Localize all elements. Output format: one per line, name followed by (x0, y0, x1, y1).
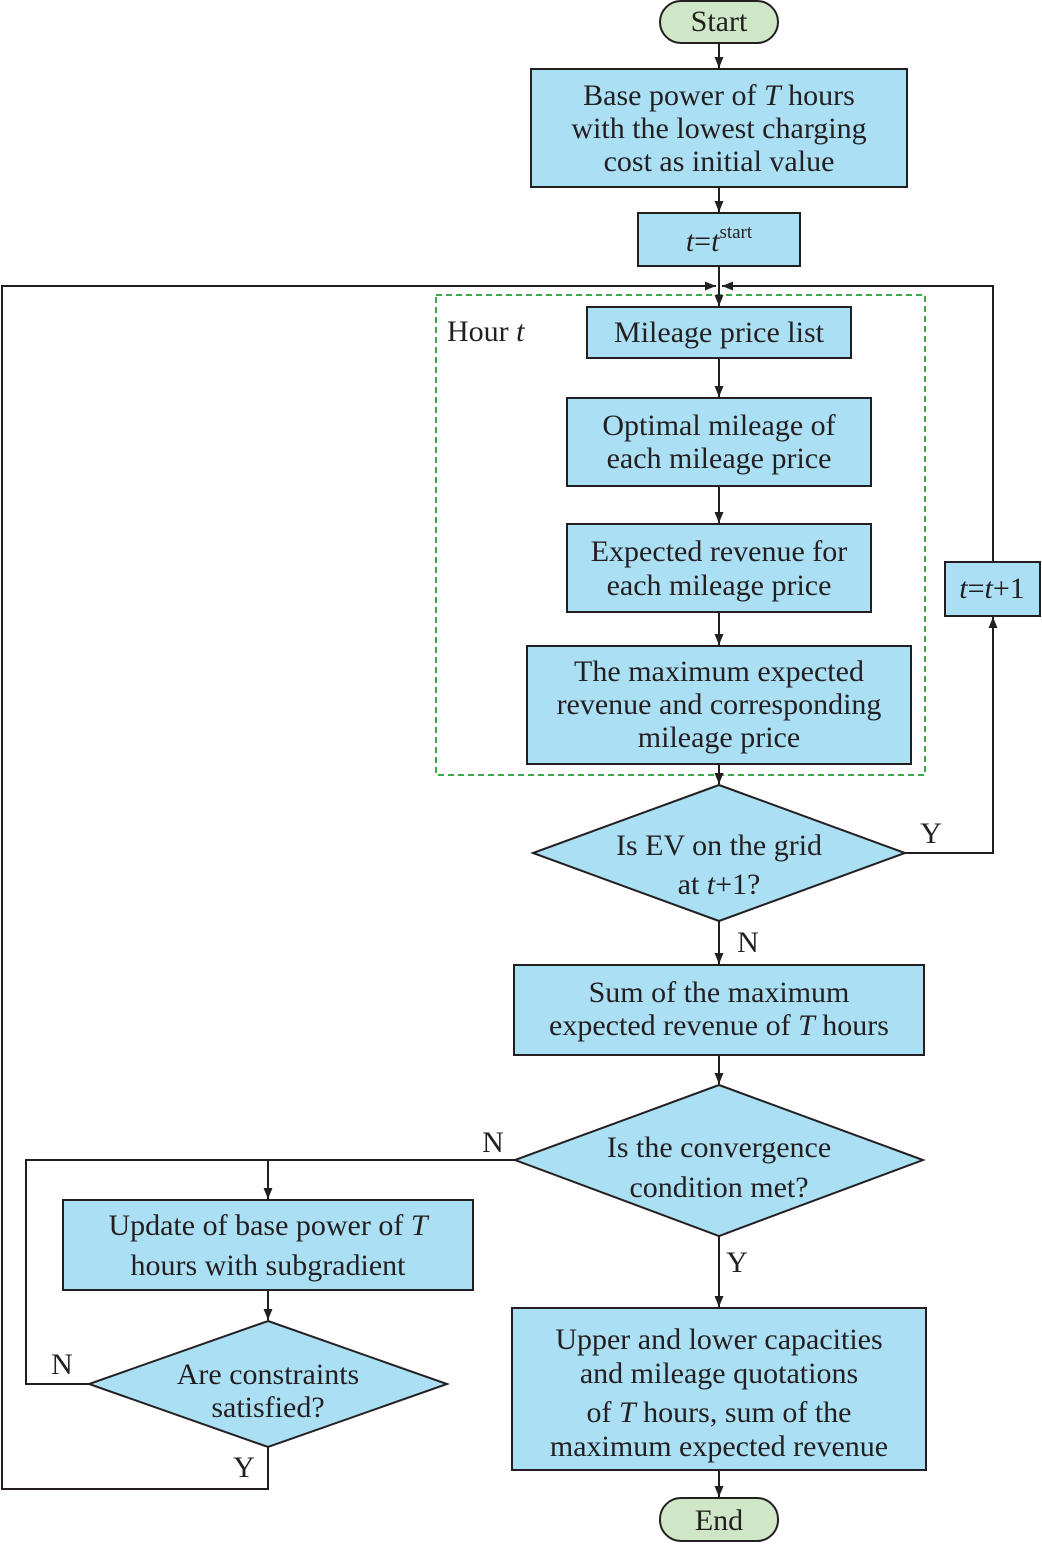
sum-revenue-part: expected revenue of (549, 1009, 798, 1042)
edge-label-constraints-yes: Y (233, 1451, 255, 1484)
constraints-line: satisfied? (211, 1391, 324, 1424)
edge-label-constraints-no: N (51, 1348, 73, 1381)
T-var: T (411, 1209, 430, 1242)
expected-revenue-shape (566, 523, 872, 613)
result-line: maximum expected revenue (550, 1430, 888, 1463)
edge-increment-loop (722, 281, 994, 562)
max-revenue-shape (526, 645, 912, 765)
init-text-part: Base power of (583, 79, 764, 112)
update-power-line: hours with subgradient (131, 1249, 407, 1282)
optimal-mileage-shape (566, 397, 872, 487)
sum-revenue-shape (513, 964, 925, 1056)
edge-labels: Y N N Y N Y (51, 817, 942, 1484)
update-power-shape (62, 1199, 474, 1291)
init-text-line: cost as initial value (604, 145, 835, 178)
update-power-line: Update of base power of T (108, 1209, 429, 1242)
end-node: End (659, 1497, 779, 1542)
t-var: t (707, 868, 716, 901)
sum-revenue-box: Sum of the maximum expected revenue of T… (513, 964, 925, 1056)
result-shape (511, 1307, 927, 1471)
start-node: Start (659, 0, 779, 44)
t-increment-box: t=t+1 (944, 561, 1041, 617)
end-shape (659, 1497, 779, 1542)
max-expected-revenue-box: The maximum expected revenue and corresp… (526, 645, 912, 765)
convergence-diamond (512, 1083, 926, 1238)
T-var: T (619, 1396, 638, 1429)
result-box: Upper and lower capacities and mileage q… (511, 1307, 927, 1471)
optimal-mileage-box: Optimal mileage of each mileage price (566, 397, 872, 487)
t-increment-shape (944, 561, 1041, 617)
ev-decision-part: +1? (715, 868, 760, 901)
hour-t-group: Hour t (435, 294, 926, 776)
hour-label-prefix: Hour (447, 315, 516, 348)
edge-label-convergence-no: N (482, 1126, 504, 1159)
init-base-power-box: Base power of T hours with the lowest ch… (530, 68, 908, 188)
ev-decision-diamond (530, 783, 908, 923)
optimal-mileage-line: Optimal mileage of (602, 409, 835, 442)
mileage-price-list-box: Mileage price list (586, 306, 852, 359)
edge-convergence-no-and-constraints-no (25, 1159, 515, 1385)
edges (1, 43, 998, 1497)
convergence-line: condition met? (629, 1171, 808, 1204)
start-shape (659, 0, 779, 44)
init-text-line: with the lowest charging (571, 112, 866, 145)
result-part: hours, sum of the (636, 1396, 852, 1429)
t-start-box: t=tstart (637, 212, 801, 267)
sum-revenue-line: expected revenue of T hours (549, 1009, 889, 1042)
start-superscript: start (719, 222, 752, 243)
max-revenue-line: mileage price (638, 721, 800, 754)
plus-one: +1 (993, 572, 1025, 605)
hour-t-group-border (435, 294, 926, 776)
result-line: Upper and lower capacities (555, 1323, 882, 1356)
convergence-decision: Is the convergence condition met? (512, 1083, 926, 1238)
equals-sign: = (968, 572, 985, 605)
max-revenue-line: The maximum expected (574, 655, 864, 688)
constraints-decision: Are constraints satisfied? (85, 1319, 451, 1449)
start-label: Start (691, 5, 748, 38)
expected-revenue-line: each mileage price (607, 569, 832, 602)
convergence-line: Is the convergence (607, 1131, 831, 1164)
sum-revenue-line: Sum of the maximum (589, 976, 850, 1009)
init-text-part: hours (781, 79, 855, 112)
ev-decision-part: at (678, 868, 707, 901)
equals-sign: = (694, 225, 711, 258)
update-power-part: Update of base power of (108, 1209, 410, 1242)
update-base-power-box: Update of base power of T hours with sub… (62, 1199, 474, 1291)
hour-t-label: Hour t (447, 315, 525, 348)
t-var: t (686, 225, 695, 258)
T-var: T (798, 1009, 817, 1042)
mileage-list-label: Mileage price list (614, 316, 825, 349)
max-revenue-line: revenue and corresponding (557, 688, 882, 721)
result-line: and mileage quotations (580, 1357, 858, 1390)
t-var: t (985, 572, 994, 605)
constraints-diamond (85, 1319, 451, 1449)
t-var: t (711, 225, 720, 258)
mileage-list-shape (586, 306, 852, 359)
ev-on-grid-decision: Is EV on the grid at t+1? (530, 783, 908, 923)
edge-label-ev-no: N (737, 926, 759, 959)
optimal-mileage-line: each mileage price (607, 442, 832, 475)
hour-label-variable: t (516, 315, 525, 348)
init-text-var-T: T (764, 79, 783, 112)
edge-constraints-yes-loop (1, 281, 716, 1490)
edge-label-convergence-yes: Y (726, 1246, 748, 1279)
init-box-shape (530, 68, 908, 188)
edge-ev-yes (905, 617, 998, 854)
expected-revenue-box: Expected revenue for each mileage price (566, 523, 872, 613)
t-var: t (959, 572, 968, 605)
constraints-line: Are constraints (177, 1358, 359, 1391)
init-text-line: Base power of T hours (583, 79, 855, 112)
ev-decision-line: at t+1? (678, 868, 761, 901)
t-start-text: t=tstart (686, 222, 753, 258)
end-label: End (695, 1504, 743, 1537)
edge-label-ev-yes: Y (920, 817, 942, 850)
expected-revenue-line: Expected revenue for (591, 535, 848, 568)
t-increment-text: t=t+1 (959, 572, 1025, 605)
ev-decision-line: Is EV on the grid (616, 829, 822, 862)
sum-revenue-part: hours (815, 1009, 889, 1042)
result-part: of (586, 1396, 619, 1429)
t-start-box-shape (637, 212, 801, 267)
result-line: of T hours, sum of the (586, 1396, 851, 1429)
